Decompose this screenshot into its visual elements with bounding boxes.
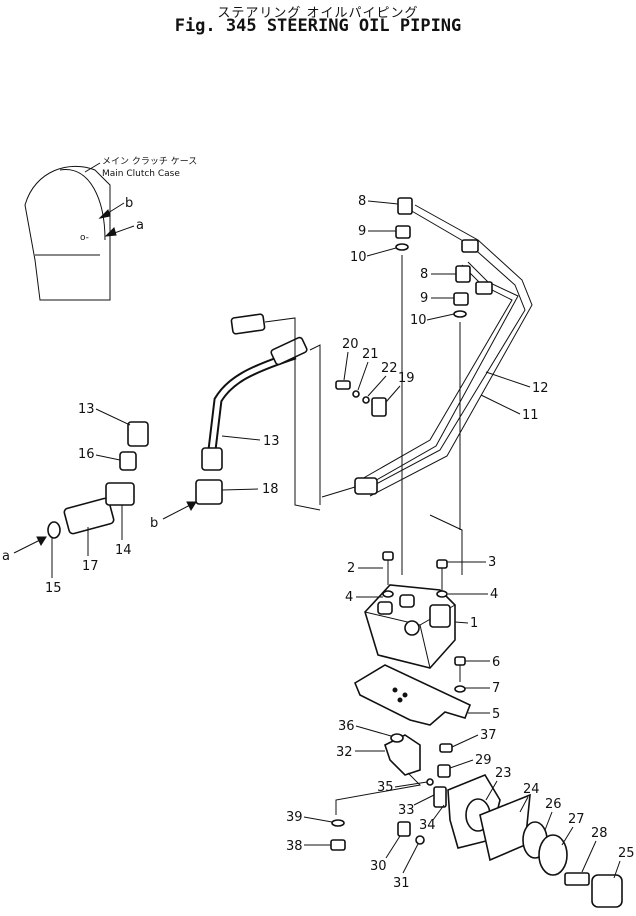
callout-23: 23 — [495, 766, 512, 781]
assembly-lines — [264, 255, 463, 575]
view-mark-b: b — [150, 516, 158, 531]
callout-13b: 13 — [263, 434, 280, 449]
callout-33: 33 — [398, 803, 415, 818]
callout-35: 35 — [377, 780, 394, 795]
valve-block-1 — [364, 584, 456, 669]
view-mark-a-case: a — [136, 218, 144, 233]
callout-17: 17 — [82, 559, 99, 574]
callout-10b: 10 — [410, 313, 427, 328]
bracket-32 — [335, 733, 453, 815]
callout-5: 5 — [492, 707, 500, 722]
callout-9a: 9 — [358, 224, 366, 239]
view-arrows: a b — [2, 501, 197, 564]
callout-9b: 9 — [420, 291, 428, 306]
callout-16: 16 — [78, 447, 95, 462]
callout-25: 25 — [618, 846, 635, 861]
case-label-jp: メイン クラッチ ケース — [102, 156, 197, 167]
callout-18: 18 — [262, 482, 279, 497]
main-clutch-case: o- メイン クラッチ ケース Main Clutch Case b a — [24, 156, 197, 301]
callout-22: 22 — [381, 361, 398, 376]
callout-14: 14 — [115, 543, 132, 558]
callout-numbers: 1 2 3 4 4 5 6 7 8 8 9 9 10 10 — [45, 194, 635, 891]
port-mark: o- — [80, 233, 89, 243]
callout-30: 30 — [370, 859, 387, 874]
callout-13a: 13 — [78, 402, 95, 417]
fittings-8-9-10 — [395, 197, 471, 318]
callout-7: 7 — [492, 681, 500, 696]
callout-11: 11 — [522, 408, 539, 423]
callout-3: 3 — [488, 555, 496, 570]
callout-20: 20 — [342, 337, 359, 352]
title-english: Fig. 345 STEERING OIL PIPING — [174, 16, 462, 36]
callout-27: 27 — [568, 812, 585, 827]
callout-28: 28 — [591, 826, 608, 841]
callout-4b: 4 — [490, 587, 498, 602]
callout-4a: 4 — [345, 590, 353, 605]
callout-12: 12 — [532, 381, 549, 396]
callout-8a: 8 — [358, 194, 366, 209]
callout-34: 34 — [419, 818, 436, 833]
callout-24: 24 — [523, 782, 540, 797]
callout-2: 2 — [347, 561, 355, 576]
view-mark-b-case: b — [125, 196, 133, 211]
callout-6: 6 — [492, 655, 500, 670]
callout-15: 15 — [45, 581, 62, 596]
callout-26: 26 — [545, 797, 562, 812]
callout-29: 29 — [475, 753, 492, 768]
view-mark-a: a — [2, 549, 10, 564]
hose-13-left — [127, 313, 266, 447]
callout-31: 31 — [393, 876, 410, 891]
case-label-en: Main Clutch Case — [102, 169, 180, 179]
callout-38: 38 — [286, 839, 303, 854]
bolts-2-3-6 — [382, 551, 466, 693]
pipes-11-12 — [354, 204, 533, 497]
callout-8b: 8 — [420, 267, 428, 282]
callout-1: 1 — [470, 616, 478, 631]
callout-37: 37 — [480, 728, 497, 743]
plate-5 — [353, 664, 472, 726]
title-japanese: ステアリング オイルパイピング — [217, 6, 419, 21]
callout-39: 39 — [286, 810, 303, 825]
filter-assembly — [47, 451, 223, 539]
pump-parts — [330, 774, 623, 908]
callout-21: 21 — [362, 347, 379, 362]
callout-32: 32 — [336, 745, 353, 760]
fittings-19-22 — [335, 380, 387, 417]
hose-13-right — [201, 336, 308, 471]
callout-19: 19 — [398, 371, 415, 386]
callout-36: 36 — [338, 719, 355, 734]
callout-10a: 10 — [350, 250, 367, 265]
